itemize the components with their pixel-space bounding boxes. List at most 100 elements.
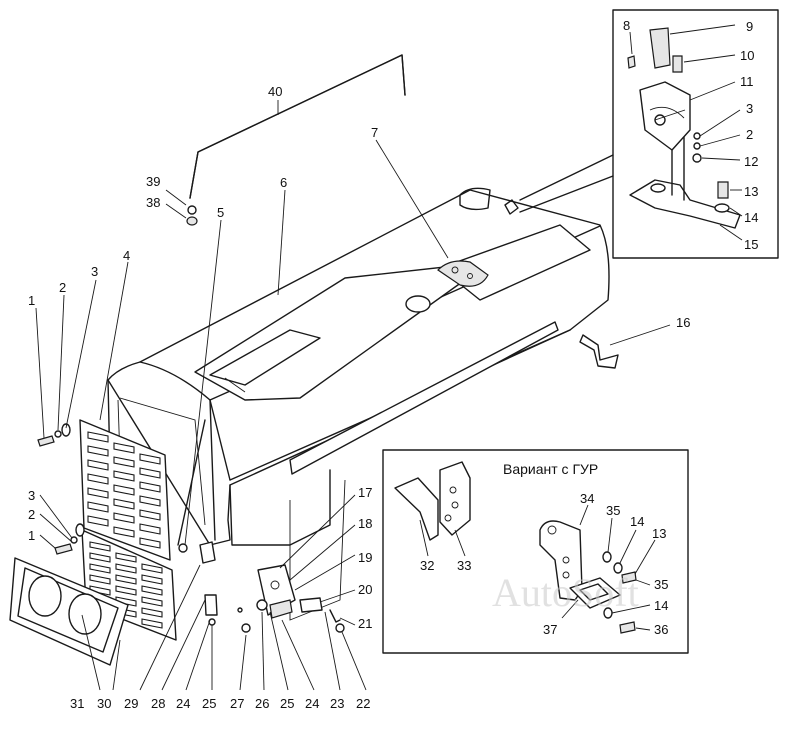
callout-12: 12 [744, 154, 758, 169]
callout-23: 23 [330, 696, 344, 711]
callout-38: 38 [146, 195, 160, 210]
callout-8: 8 [623, 18, 630, 33]
grille-slot [115, 585, 137, 596]
callout-3: 3 [91, 264, 98, 279]
grille-slot [139, 495, 161, 507]
callout-36: 36 [654, 622, 668, 637]
grille-slot [87, 445, 109, 457]
callout-16: 16 [676, 315, 690, 330]
callout-10: 10 [740, 48, 754, 63]
callout-30: 30 [97, 696, 111, 711]
variant-title: Вариант с ГУР [503, 461, 598, 477]
grille-slot [89, 574, 111, 585]
callout-35: 35 [606, 503, 620, 518]
callout-3b: 3 [746, 101, 753, 116]
callout-32: 32 [420, 558, 434, 573]
side-hinge [177, 419, 345, 633]
callout-2b: 2 [746, 127, 753, 142]
grille-slot [115, 552, 137, 563]
callout-26: 26 [255, 696, 269, 711]
callout-19: 19 [358, 550, 372, 565]
grille-slot [141, 596, 163, 607]
latch-detail-inset [519, 9, 779, 259]
grille-slot [87, 459, 109, 471]
callout-2c: 2 [28, 507, 35, 522]
callout-28: 28 [151, 696, 165, 711]
callout-13: 13 [744, 184, 758, 199]
grille-slot [141, 574, 163, 585]
callout-14: 14 [744, 210, 758, 225]
grille-slot [113, 526, 135, 538]
grille-slot [141, 607, 163, 618]
callout-24b: 24 [305, 696, 319, 711]
grille-slot [87, 473, 109, 485]
callout-24: 24 [176, 696, 190, 711]
callout-22: 22 [356, 696, 370, 711]
grille-slot [89, 552, 111, 563]
callout-11: 11 [740, 74, 754, 89]
callout-13b: 13 [652, 526, 666, 541]
callout-5: 5 [217, 205, 224, 220]
callout-33: 33 [457, 558, 471, 573]
callout-14b: 14 [630, 514, 644, 529]
grille-slot [89, 541, 111, 552]
callout-25: 25 [202, 696, 216, 711]
variant-inset [382, 449, 689, 654]
grille-slot [113, 456, 135, 468]
callout-14c: 14 [654, 598, 668, 613]
grille-slot [139, 509, 161, 521]
callout-labels: 1 2 3 4 5 6 7 40 39 38 8 9 10 11 3 2 12 … [28, 18, 758, 711]
left-fasteners [37, 423, 85, 555]
support-rod [186, 54, 406, 226]
grille-slot [141, 618, 163, 629]
callout-4: 4 [123, 248, 130, 263]
callout-15: 15 [744, 237, 758, 252]
grille-slot [87, 501, 109, 513]
grille-slot [141, 585, 163, 596]
callout-17: 17 [358, 485, 372, 500]
grille-slot [113, 484, 135, 496]
headlight-frame [9, 557, 129, 666]
callout-37: 37 [543, 622, 557, 637]
callout-18: 18 [358, 516, 372, 531]
grille-slot [113, 498, 135, 510]
callout-6: 6 [280, 175, 287, 190]
grille-slot [115, 563, 137, 574]
upper-grille [79, 419, 171, 561]
callout-3c: 3 [28, 488, 35, 503]
grille-slot [139, 537, 161, 549]
grille-slot [139, 523, 161, 535]
grille-slot [87, 487, 109, 499]
grille-slot [115, 574, 137, 585]
callout-20: 20 [358, 582, 372, 597]
callout-40: 40 [268, 84, 282, 99]
callout-34: 34 [580, 491, 594, 506]
grille-slot [87, 431, 109, 443]
callout-27: 27 [230, 696, 244, 711]
hood-top-panels [194, 199, 591, 401]
callout-9: 9 [746, 19, 753, 34]
watermark: AutoSoft [492, 570, 639, 615]
grille-slot [113, 470, 135, 482]
grille-slot [139, 467, 161, 479]
callout-1: 1 [28, 293, 35, 308]
callout-2: 2 [59, 280, 66, 295]
callout-1c: 1 [28, 528, 35, 543]
grille-slot [87, 515, 109, 527]
grille-slot [113, 442, 135, 454]
grille-slot [89, 563, 111, 574]
callout-25b: 25 [280, 696, 294, 711]
grille-slot [141, 563, 163, 574]
grille-slot [139, 481, 161, 493]
callout-35b: 35 [654, 577, 668, 592]
grille-slot [139, 453, 161, 465]
callout-31: 31 [70, 696, 84, 711]
leader-lines [35, 100, 449, 691]
callout-29: 29 [124, 696, 138, 711]
grille-slot [113, 512, 135, 524]
callout-39: 39 [146, 174, 160, 189]
bracket-16 [579, 324, 671, 369]
callout-7: 7 [371, 125, 378, 140]
